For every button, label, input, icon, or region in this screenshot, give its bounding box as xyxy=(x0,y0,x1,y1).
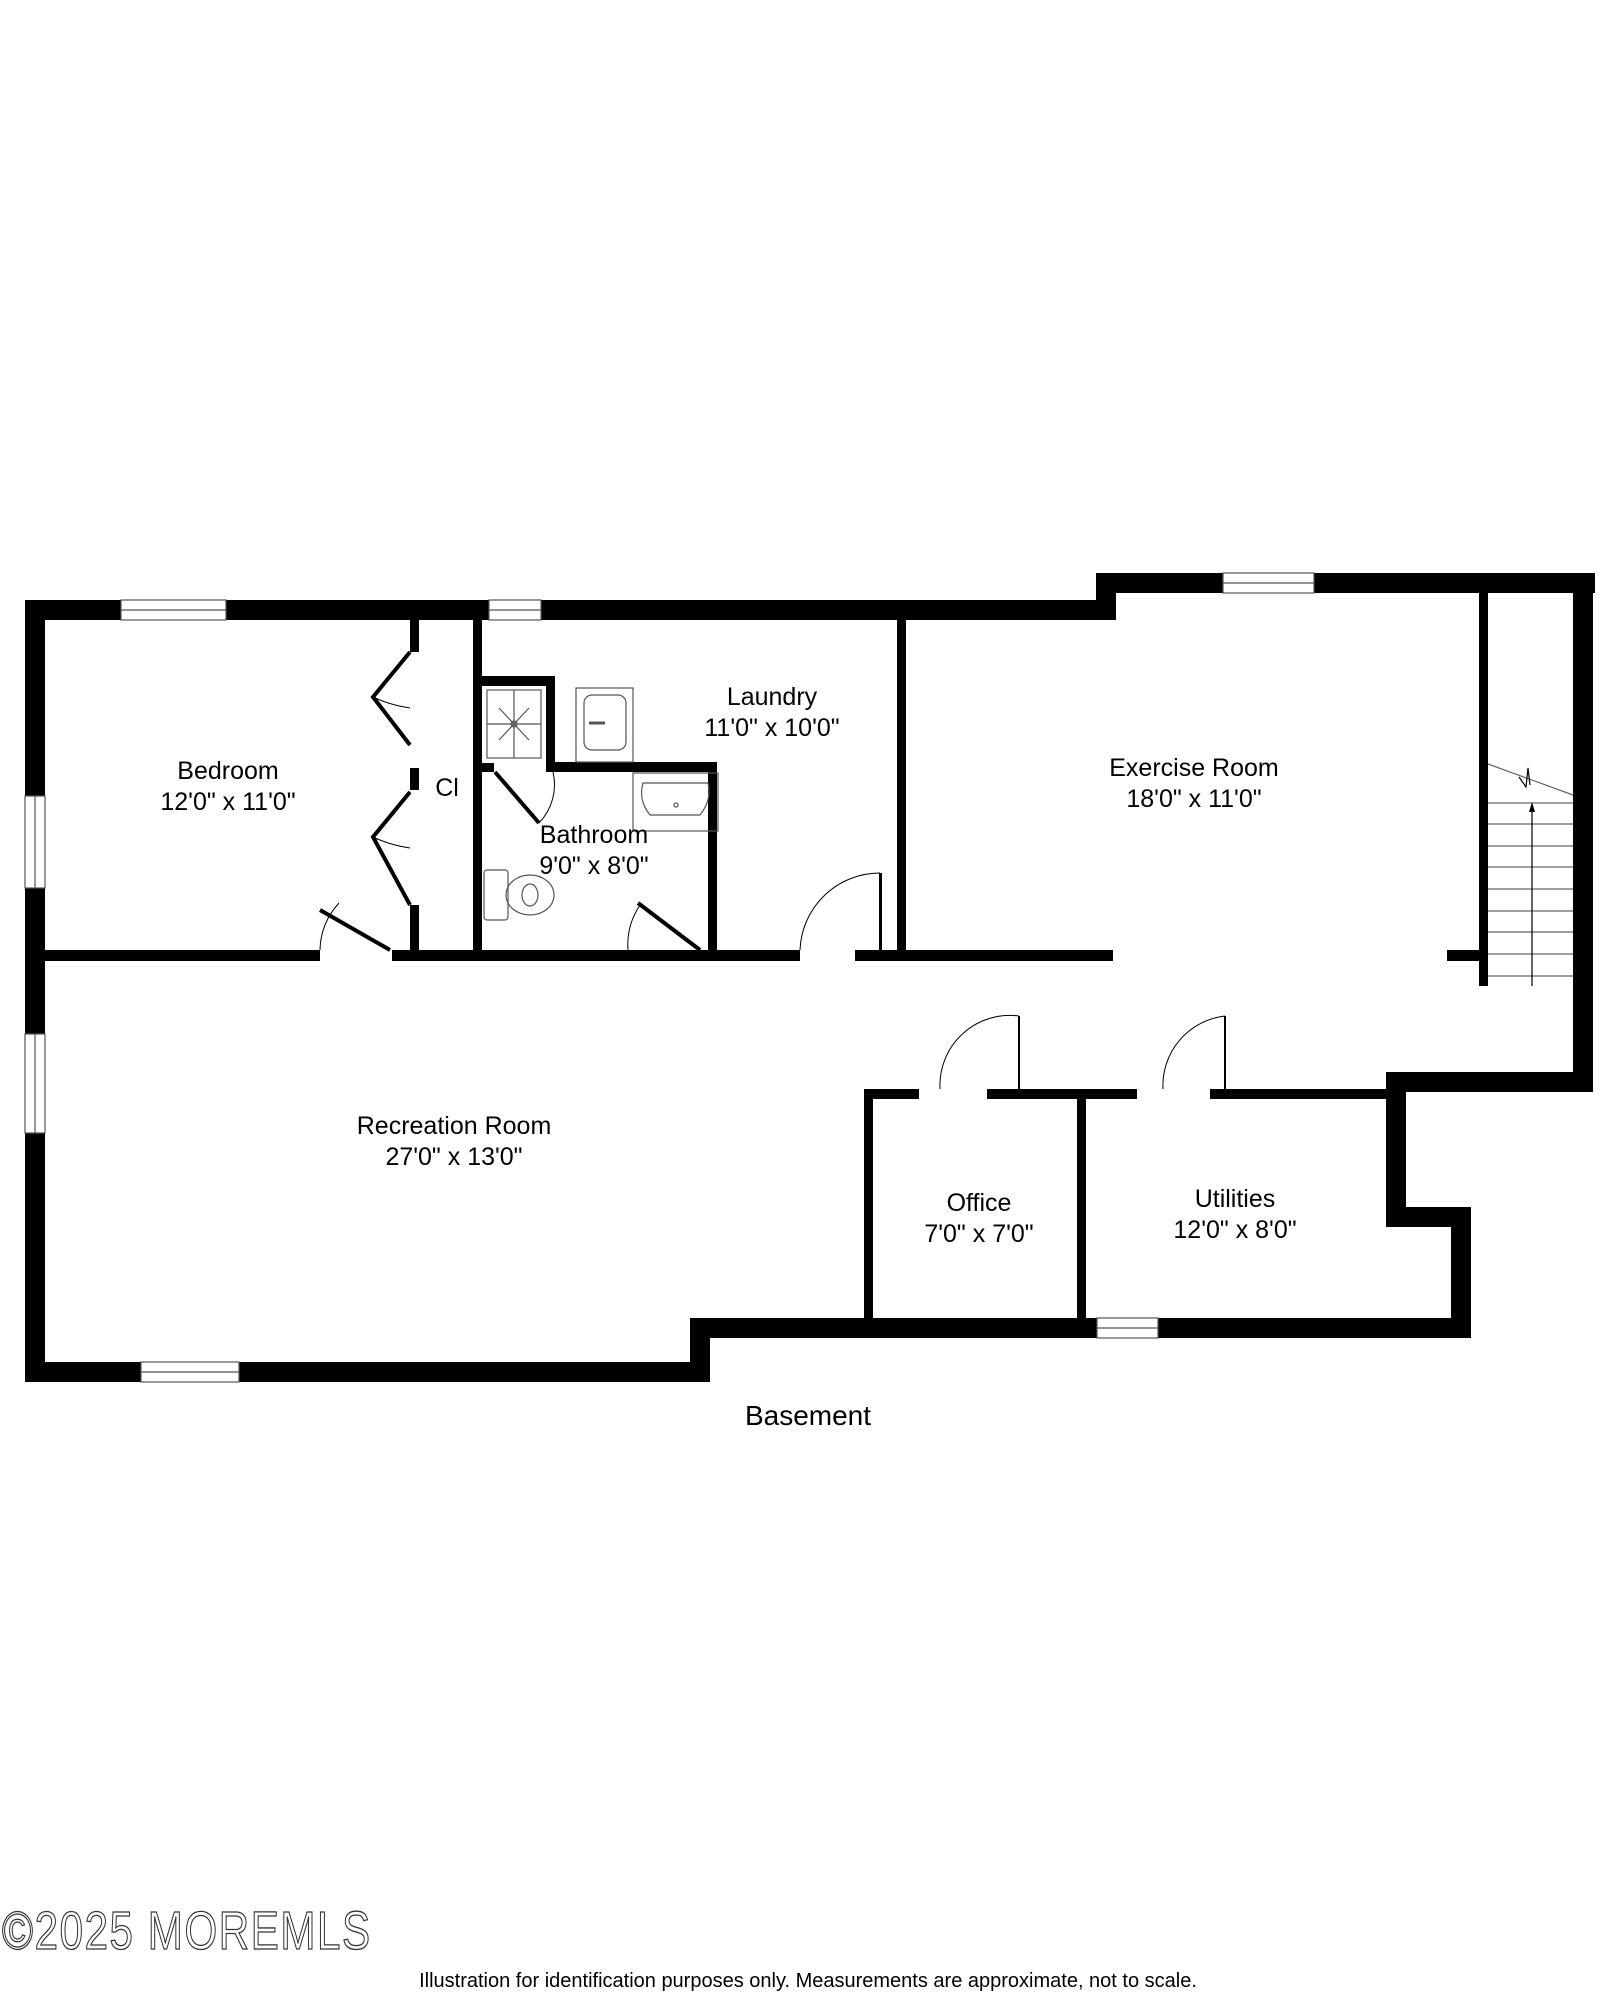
room-dimensions: 12'0" x 11'0" xyxy=(160,788,296,816)
room-name: Exercise Room xyxy=(1109,754,1279,782)
room-label-laundry: Laundry 11'0" x 10'0" xyxy=(704,682,839,744)
room-label-bathroom: Bathroom 9'0" x 8'0" xyxy=(539,820,648,882)
stairs-icon xyxy=(1487,763,1574,986)
room-dimensions: 7'0" x 7'0" xyxy=(924,1220,1034,1248)
room-name: Recreation Room xyxy=(356,1112,552,1140)
room-dimensions: 18'0" x 11'0" xyxy=(1126,785,1262,813)
shower-icon xyxy=(486,689,542,759)
room-label-office: Office 7'0" x 7'0" xyxy=(924,1188,1033,1250)
room-name: Bathroom xyxy=(539,821,649,849)
laundry-sink-icon xyxy=(575,687,634,763)
room-name: Laundry xyxy=(726,683,818,711)
room-dimensions: 27'0" x 13'0" xyxy=(385,1143,523,1171)
room-label-recreation-room: Recreation Room 27'0" x 13'0" xyxy=(357,1111,552,1173)
bathroom-sink-icon xyxy=(632,772,719,832)
walls xyxy=(25,573,1595,1382)
room-label-exercise-room: Exercise Room 18'0" x 11'0" xyxy=(1109,753,1279,815)
room-name: Office xyxy=(946,1189,1012,1217)
toilet-icon xyxy=(483,869,555,921)
room-name: Utilities xyxy=(1194,1185,1276,1213)
room-name: Cl xyxy=(435,774,459,802)
disclaimer: Illustration for identification purposes… xyxy=(419,1970,1197,1992)
room-dimensions: 11'0" x 10'0" xyxy=(704,714,840,742)
room-name: Bedroom xyxy=(177,757,279,785)
room-dimensions: 9'0" x 8'0" xyxy=(539,852,649,880)
room-label-utilities: Utilities 12'0" x 8'0" xyxy=(1173,1184,1296,1246)
room-label-closet: Cl xyxy=(435,773,459,804)
watermark: ©2025 MOREMLS xyxy=(1,1900,372,1961)
door-swing-icon xyxy=(319,770,1226,1090)
room-label-bedroom: Bedroom 12'0" x 11'0" xyxy=(160,756,295,818)
window-icon xyxy=(24,572,1315,1383)
floor-title: Basement xyxy=(744,1400,872,1431)
bifold-door-icon xyxy=(370,650,412,906)
room-dimensions: 12'0" x 8'0" xyxy=(1173,1216,1297,1244)
